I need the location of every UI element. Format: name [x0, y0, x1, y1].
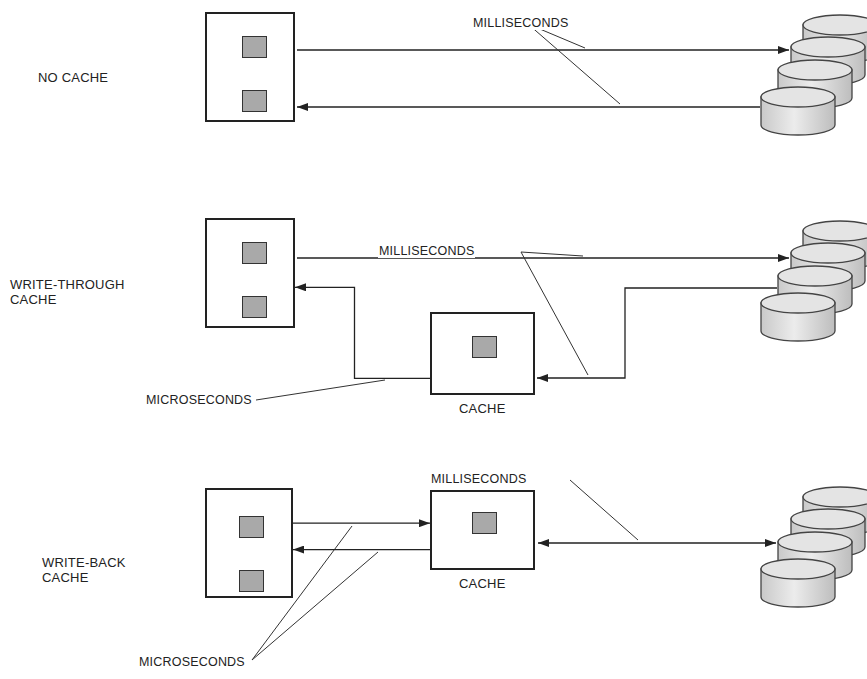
- host-box: WRITE-BACK CACHE: [205, 488, 293, 598]
- data-arrow: [297, 257, 789, 258]
- data-arrow: [297, 49, 789, 50]
- data-block: [472, 512, 497, 534]
- timing-label: MILLISECONDS: [430, 472, 527, 486]
- cache-box: CACHE: [430, 490, 535, 570]
- data-block: [242, 90, 267, 112]
- timing-label: MICROSECONDS: [138, 655, 246, 669]
- row-label: WRITE-THROUGH CACHE: [10, 277, 128, 307]
- data-block: [472, 336, 497, 358]
- data-arrow: [538, 542, 776, 543]
- data-arrow: [295, 287, 430, 378]
- cache-label: CACHE: [459, 401, 506, 416]
- host-box: WRITE-THROUGH CACHE: [205, 218, 295, 328]
- host-box: NO CACHE: [205, 12, 295, 122]
- leader-line: [256, 380, 385, 400]
- data-arrow: [537, 288, 777, 378]
- leader-line: [570, 480, 638, 540]
- cache-box: CACHE: [430, 312, 535, 395]
- data-block: [242, 36, 267, 58]
- leader-line: [528, 24, 620, 104]
- timing-label: MILLISECONDS: [472, 16, 569, 30]
- row-label: NO CACHE: [38, 70, 108, 85]
- cache-label: CACHE: [459, 576, 506, 591]
- data-block: [242, 296, 267, 318]
- data-block: [239, 516, 264, 538]
- disk-stack: [761, 221, 867, 341]
- timing-label: MILLISECONDS: [378, 244, 475, 258]
- timing-label: MICROSECONDS: [145, 393, 253, 407]
- data-block: [242, 242, 267, 264]
- row-label: WRITE-BACK CACHE: [42, 555, 138, 585]
- disk-stack: [761, 487, 867, 607]
- disk-stack: [761, 15, 867, 135]
- data-arrow: [293, 549, 430, 550]
- data-arrow: [293, 523, 430, 524]
- data-arrow: [297, 106, 760, 107]
- data-block: [239, 570, 264, 592]
